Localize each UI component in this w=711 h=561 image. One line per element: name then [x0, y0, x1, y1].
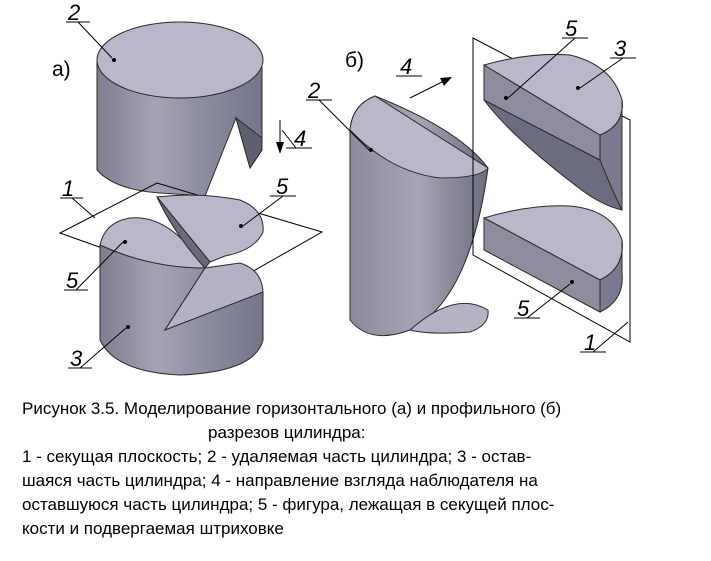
section-figure-a-left	[99, 217, 206, 269]
label-3-a: 3	[70, 346, 83, 371]
removed-part-a-notch	[235, 116, 263, 170]
remaining-part-b-lower-end	[599, 239, 623, 313]
label-1-b: 1	[584, 330, 596, 355]
view-direction-arrow-a	[276, 120, 284, 154]
cylinder-sections-drawing: а) б) 2 1 5 3 5 4 2 4 5 3 5 1	[52, 0, 636, 376]
label-2-a: 2	[67, 0, 80, 25]
part-a-drawing	[58, 21, 324, 376]
view-direction-arrow-b	[409, 77, 452, 99]
caption-title-cont: разрезов цилиндра:	[208, 423, 366, 442]
remaining-part-a-cut-face	[163, 262, 264, 332]
part-b-drawing	[349, 37, 631, 343]
label-5-a-left: 5	[66, 268, 79, 293]
label-5-b-bottom: 5	[517, 296, 530, 321]
wedge-side-a	[156, 196, 211, 269]
label-4-a: 4	[294, 126, 306, 151]
remaining-part-b-upper-end	[599, 99, 623, 211]
label-5-b-top: 5	[565, 16, 578, 41]
caption-line-2: шаяся часть цилиндра; 4 - направление вз…	[22, 471, 538, 490]
leader-lines	[60, 21, 636, 369]
caption-line-1: 1 - секущая плоскость; 2 - удаляемая час…	[22, 447, 532, 466]
caption-title: Рисунок 3.5. Моделирование горизонтально…	[22, 399, 562, 418]
label-2-b: 2	[307, 78, 320, 103]
label-3-b: 3	[614, 36, 627, 61]
label-5-a-right: 5	[276, 174, 289, 199]
removed-part-b-top	[349, 95, 489, 179]
caption-line-3: оставшуюся часть цилиндра; 5 - фигура, л…	[22, 495, 555, 514]
removed-part-b-bottom-cut	[408, 302, 489, 334]
caption-line-4: кости и подвергаемая штриховке	[22, 519, 284, 538]
part-b-label: б)	[345, 49, 364, 72]
label-4-b: 4	[400, 54, 412, 79]
removed-part-a-top	[96, 21, 264, 99]
part-a-label: а)	[52, 58, 71, 81]
label-1-a: 1	[62, 176, 74, 201]
